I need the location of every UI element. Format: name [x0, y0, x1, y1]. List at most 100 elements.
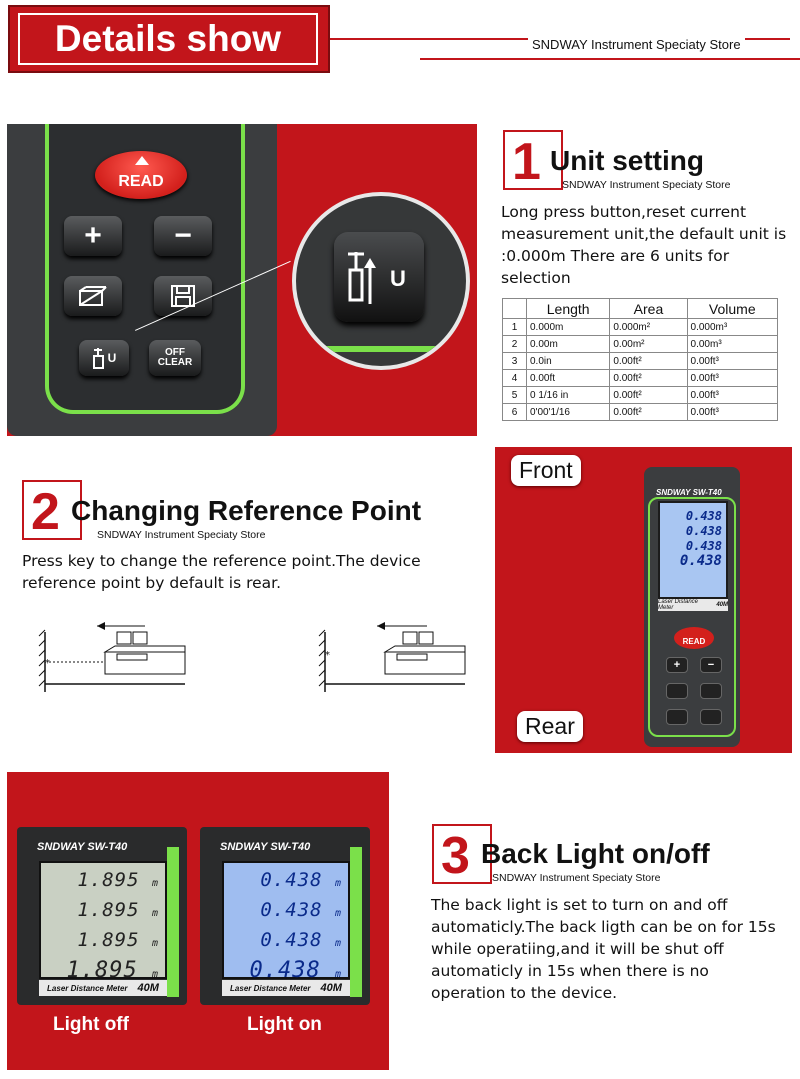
lcd-unit: m [334, 908, 342, 919]
header-divider-bottom [420, 58, 800, 60]
lcd-reading: 0.438 [249, 958, 321, 983]
section3-number: 3 [441, 827, 470, 885]
table-cell: 0.00ft² [609, 369, 688, 387]
header-banner: Details show [8, 5, 330, 73]
rear-label: Rear [517, 711, 583, 742]
lcd-reading: 0.438 [260, 899, 323, 921]
table-cell: 0.000m² [609, 318, 688, 336]
front-save-key [700, 683, 722, 699]
table-header-cell: Length [525, 298, 611, 319]
lcd-row: 1.895 m [45, 927, 159, 957]
meter-label-text: Laser Distance Meter [47, 983, 128, 993]
table-cell: 0 1/16 in [525, 386, 611, 404]
table-cell: 1 [502, 318, 527, 336]
table-header-cell [502, 298, 527, 319]
table-cell: 0.00ft² [609, 386, 688, 404]
table-cell: 0.00ft² [609, 352, 688, 370]
lcd-reading: 0.438 [685, 524, 722, 538]
header-banner-frame: Details show [18, 13, 318, 65]
front-rear-photo: SNDWAY SW-T40 0.438 0.438 0.438 0.438 La… [495, 447, 792, 753]
table-cell: 2 [502, 335, 527, 353]
table-cell: 0.00m² [609, 335, 688, 353]
plus-key: + [64, 216, 122, 256]
section2-store: SNDWAY Instrument Speciaty Store [97, 529, 266, 541]
unit-key-label: U [107, 351, 117, 365]
lcd-reading-main: 0.438 [679, 553, 722, 569]
section2-number-frame [22, 480, 82, 540]
front-label: Front [511, 455, 581, 486]
light-off-meter-label: Laser Distance Meter 40M [39, 980, 167, 996]
off-clear-key: OFF CLEAR [149, 340, 201, 376]
lcd-row: 1.895 m [45, 867, 159, 897]
front-unit-key [666, 709, 688, 725]
front-read-button: READ [674, 627, 714, 649]
brand-text: SNDWAY [37, 841, 85, 853]
backlight-photo: SNDWAY SW-T40 1.895 m 1.895 m 1.895 m 1.… [7, 772, 389, 1070]
front-reference-diagram: * [318, 622, 466, 692]
front-area-key [666, 683, 688, 699]
section1-number-frame [503, 130, 563, 190]
front-plus-key: + [666, 657, 688, 673]
lcd-unit: m [334, 878, 342, 889]
model-text: SW-T40 [87, 841, 128, 853]
lcd-row: 0.438 m [228, 897, 342, 927]
section3-number-frame [432, 824, 492, 884]
lcd-row-main: 1.895 m [45, 957, 159, 988]
table-cell: 5 [502, 386, 527, 404]
lcd-reading: 0.438 [685, 509, 722, 523]
light-on-green-trim [350, 847, 362, 997]
table-cell: 0.00ft³ [686, 403, 779, 421]
lcd-reading: 0.438 [260, 869, 323, 891]
rear-reference-diagram: * [38, 622, 186, 692]
meter-label-text: Laser Distance Meter [230, 983, 311, 993]
table-cell: 6 [502, 403, 527, 421]
light-off-brand: SNDWAY SW-T40 [37, 841, 127, 853]
page-title: Details show [54, 18, 282, 59]
lcd-unit: m [151, 878, 159, 889]
light-on-brand: SNDWAY SW-T40 [220, 841, 310, 853]
table-header-cell: Volume [686, 298, 779, 319]
save-icon [171, 285, 195, 307]
area-key [64, 276, 122, 316]
svg-text:*: * [45, 658, 50, 669]
header-store-name: SNDWAY Instrument Speciaty Store [528, 37, 745, 52]
front-device-brand: SNDWAY SW-T40 [656, 488, 722, 497]
section3-store: SNDWAY Instrument Speciaty Store [492, 872, 661, 884]
light-on-lcd: 0.438 m 0.438 m 0.438 m 0.438 m [222, 861, 350, 983]
section2-number: 2 [31, 483, 60, 541]
off-label: OFF [165, 347, 185, 358]
front-off-clear-key [700, 709, 722, 725]
zoomed-unit-key: U [334, 232, 424, 322]
table-cell: 0.000m [525, 318, 611, 336]
table-cell: 4 [502, 369, 527, 387]
lcd-row: 0.438 m [228, 927, 342, 957]
section1-store: SNDWAY Instrument Speciaty Store [562, 179, 731, 191]
lcd-reading: 1.895 [77, 899, 140, 921]
svg-text:*: * [325, 650, 330, 661]
zoomed-reference-point-icon [348, 252, 376, 304]
front-device-lcd: 0.438 0.438 0.438 0.438 [658, 501, 728, 599]
area-volume-icon [79, 286, 107, 306]
table-cell: 0.00ft² [609, 403, 688, 421]
lcd-unit: m [334, 969, 342, 980]
lcd-unit: m [151, 969, 159, 980]
model-text: SW-T40 [692, 488, 722, 497]
units-table-header: Length Area Volume [502, 298, 779, 319]
meter-range-text: 40M [716, 602, 728, 608]
lcd-row: 1.895 m [45, 897, 159, 927]
lcd-unit: m [151, 908, 159, 919]
lcd-reading: 1.895 [66, 958, 138, 983]
table-cell: 0'00'1/16 [525, 403, 611, 421]
zoom-green-trim [296, 346, 466, 366]
lcd-unit: m [151, 938, 159, 949]
meter-range-text: 40M [137, 982, 159, 994]
front-device-body: SNDWAY SW-T40 0.438 0.438 0.438 0.438 La… [644, 467, 740, 747]
table-header-cell: Area [609, 298, 688, 319]
table-cell: 0.00ft [525, 369, 611, 387]
read-button: READ [95, 151, 187, 199]
table-cell: 0.0in [525, 352, 611, 370]
